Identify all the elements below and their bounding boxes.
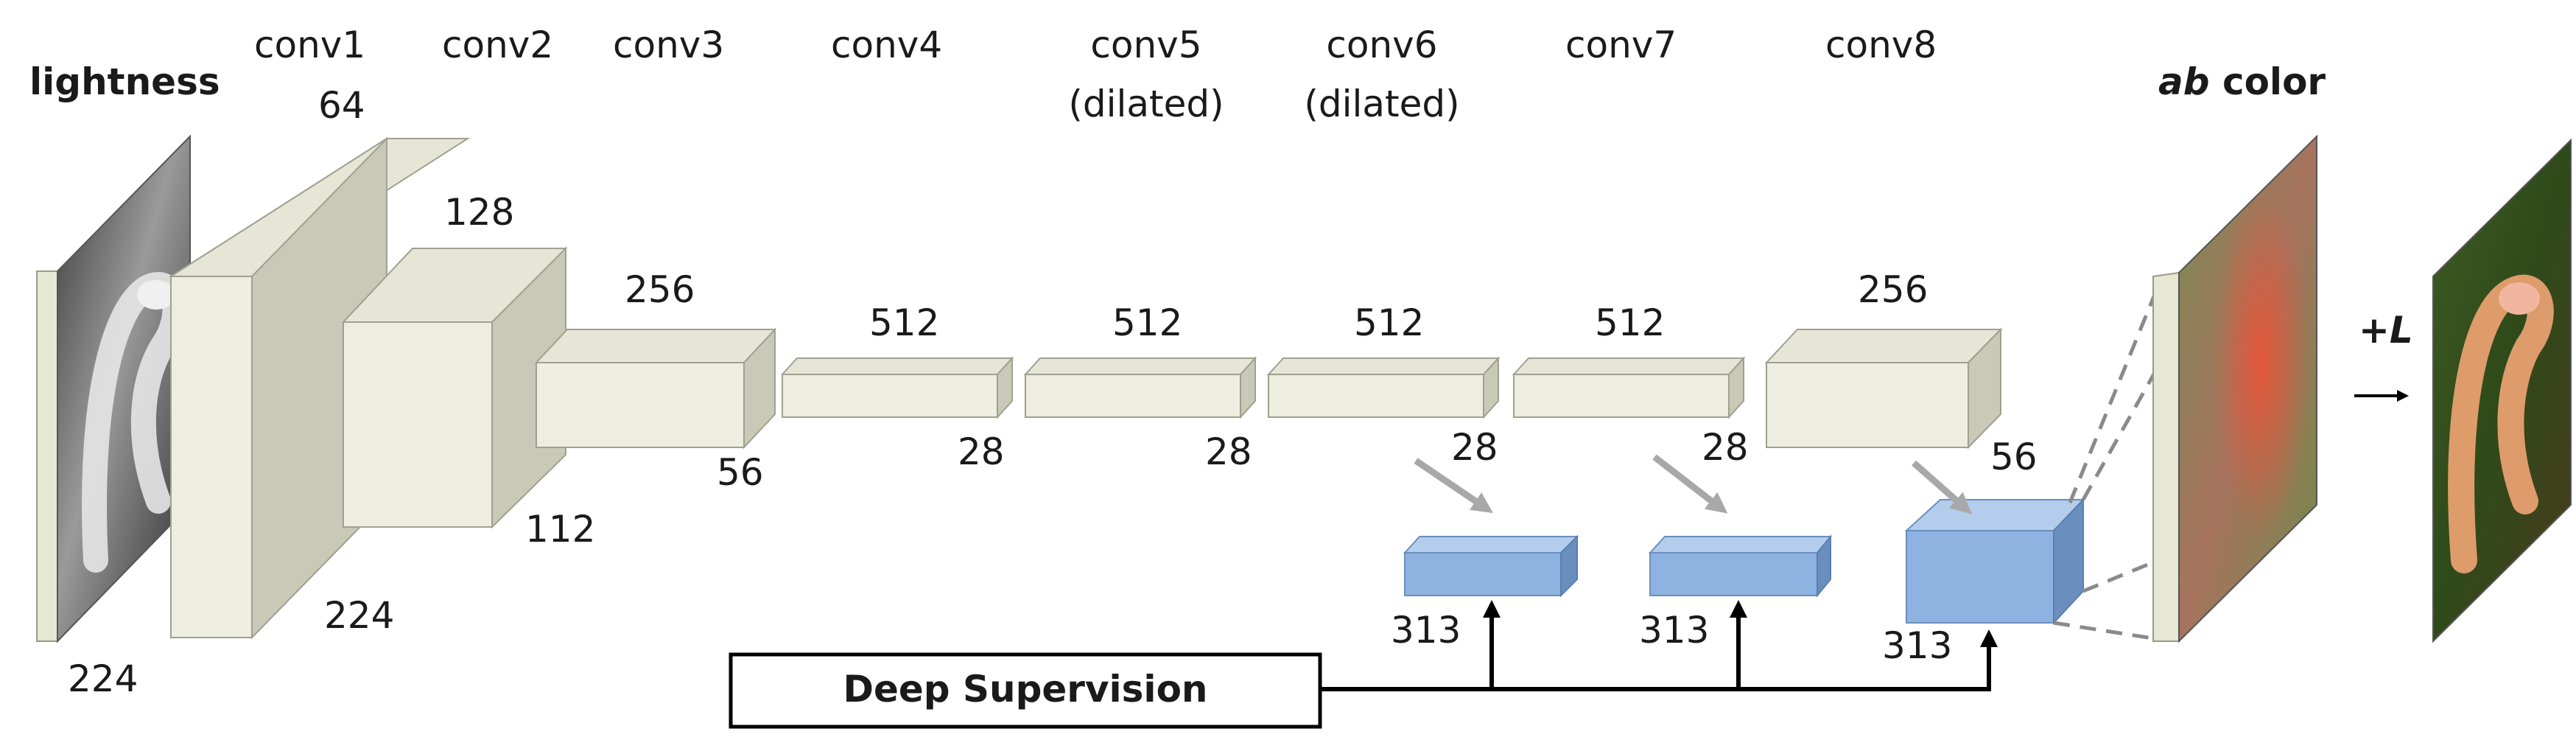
deep-supervision: Deep Supervision bbox=[729, 600, 1998, 729]
projection-lines bbox=[2053, 276, 2164, 642]
conv5-sub: (dilated) bbox=[1068, 83, 1224, 125]
output-313-label-2: 313 bbox=[1639, 609, 1709, 652]
conv1-name: conv1 bbox=[254, 24, 365, 66]
conv6-sub: (dilated) bbox=[1304, 83, 1459, 125]
conv5-block bbox=[1023, 356, 1257, 419]
conv8-channels: 256 bbox=[1858, 268, 1928, 311]
conv2-channels: 128 bbox=[444, 191, 514, 234]
output-313-label-3: 313 bbox=[1882, 624, 1952, 667]
output-313-block-2 bbox=[1648, 534, 1833, 598]
conv4-channels: 512 bbox=[869, 301, 939, 344]
conv3-size: 56 bbox=[717, 451, 764, 494]
output-title: ab color bbox=[2158, 60, 2326, 103]
conv7-block bbox=[1512, 356, 1746, 419]
ab-color-image bbox=[2152, 134, 2317, 643]
conv5-channels: 512 bbox=[1112, 301, 1182, 344]
conv7-size: 28 bbox=[1702, 426, 1749, 469]
conv4-name: conv4 bbox=[831, 24, 942, 66]
conv8-block bbox=[1764, 327, 2003, 450]
conv6-channels: 512 bbox=[1354, 301, 1424, 344]
conv6-block bbox=[1266, 356, 1501, 419]
conv2-block bbox=[341, 246, 568, 529]
conv2-name: conv2 bbox=[442, 24, 553, 66]
conv8-size: 56 bbox=[1990, 436, 2038, 478]
conv6-size: 28 bbox=[1451, 426, 1498, 469]
conv4-block bbox=[780, 356, 1014, 419]
conv6-name: conv6 bbox=[1326, 24, 1437, 66]
conv4-size: 28 bbox=[958, 430, 1005, 473]
output-313-label-1: 313 bbox=[1391, 609, 1461, 652]
conv8-name: conv8 bbox=[1825, 24, 1937, 66]
output-arrows bbox=[1414, 454, 1972, 514]
input-size-label: 224 bbox=[68, 657, 138, 700]
conv3-channels: 256 bbox=[625, 268, 695, 311]
output-title-color: color bbox=[2210, 60, 2326, 103]
conv3-block bbox=[534, 327, 777, 450]
conv5-size: 28 bbox=[1205, 430, 1252, 473]
conv5-name: conv5 bbox=[1090, 24, 1201, 66]
conv7-channels: 512 bbox=[1595, 301, 1665, 344]
deep-supervision-label: Deep Supervision bbox=[843, 668, 1207, 711]
conv3-name: conv3 bbox=[613, 24, 724, 66]
input-lightness-image bbox=[36, 134, 191, 643]
output-title-ab: ab bbox=[2158, 60, 2210, 103]
conv2-size: 112 bbox=[525, 508, 595, 551]
conv7-name: conv7 bbox=[1565, 24, 1677, 66]
final-color-image bbox=[2432, 138, 2572, 643]
conv1-size: 224 bbox=[324, 594, 394, 637]
output-313-block-1 bbox=[1403, 534, 1579, 598]
conv1-channels: 64 bbox=[318, 84, 365, 127]
input-title: lightness bbox=[29, 60, 220, 103]
plus-l-label: +L bbox=[2359, 309, 2413, 352]
output-313-block-3 bbox=[1904, 498, 2085, 625]
